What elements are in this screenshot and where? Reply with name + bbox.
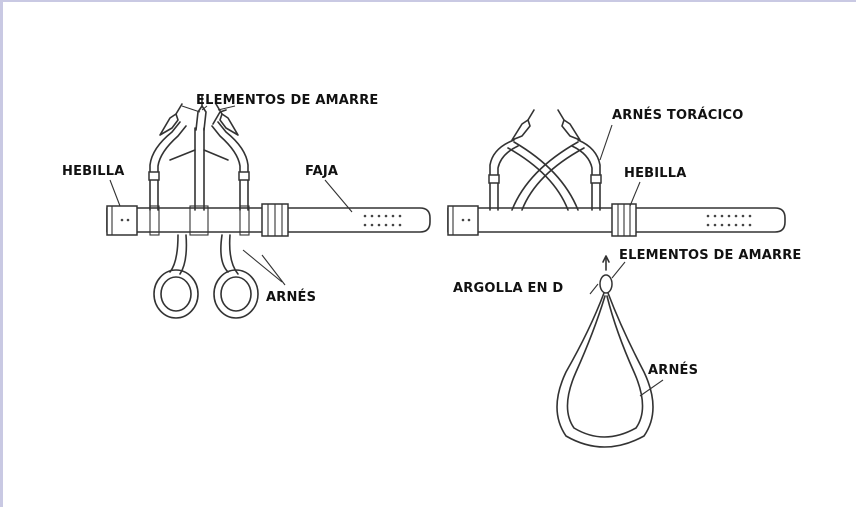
left-belt-assembly (106, 95, 431, 319)
label-tie-elements-left: ELEMENTOS DE AMARRE (196, 93, 379, 108)
label-buckle-left: HEBILLA (62, 164, 125, 179)
label-d-ring: ARGOLLA EN D (453, 281, 564, 296)
label-harness-right: ARNÉS (648, 363, 699, 378)
left-belt (106, 203, 431, 237)
right-belt-holes (706, 214, 752, 227)
label-tie-elements-right: ELEMENTOS DE AMARRE (619, 248, 802, 263)
chest-harness-hooks (511, 109, 581, 141)
left-tie-hooks (159, 95, 239, 136)
left-leg-loops (153, 234, 259, 319)
left-belt-holes (363, 214, 402, 227)
label-chest-harness: ARNÉS TORÁCICO (612, 108, 744, 123)
label-buckle-right: HEBILLA (624, 166, 687, 181)
label-harness-left: ARNÉS (266, 290, 317, 305)
left-leader-lines (109, 105, 353, 286)
right-belt-assembly (447, 109, 786, 448)
d-ring-sling (556, 255, 654, 448)
left-suspender-straps (148, 121, 250, 211)
frame-top-border (0, 0, 856, 2)
right-belt (447, 203, 786, 237)
chest-harness-straps (488, 139, 602, 211)
label-belt: FAJA (305, 164, 339, 179)
right-leader-lines (589, 124, 664, 397)
frame-left-border (0, 0, 3, 507)
